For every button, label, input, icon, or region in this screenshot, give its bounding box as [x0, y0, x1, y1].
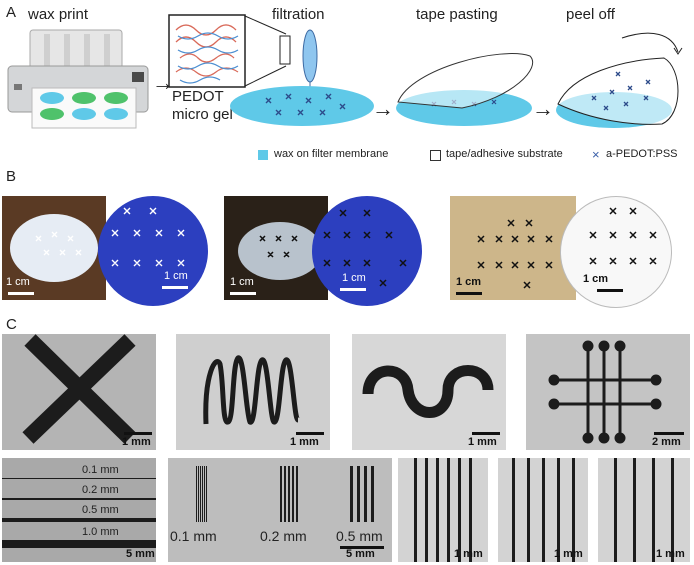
scale-bar	[124, 432, 152, 435]
scale-label: 5 mm	[126, 548, 155, 560]
pedot-micro-gel-label: PEDOT micro gel	[172, 88, 233, 124]
photo-lines-1: 1 mm	[398, 458, 488, 562]
photo-zigzag-pattern: 1 mm	[176, 334, 330, 450]
photo-b3-tan: 1 cm	[450, 196, 576, 300]
printer-illustration	[7, 29, 149, 129]
legend-wax: wax on filter membrane	[274, 148, 389, 160]
scale-label: 1 mm	[290, 436, 319, 448]
s-curve-shape	[362, 365, 494, 418]
panel-a-letter: A	[6, 4, 17, 21]
tape-legend-swatch	[430, 150, 441, 161]
scale-label: 1 cm	[456, 276, 482, 288]
micro-gel-inset	[168, 14, 291, 88]
label-1p0mm: 1.0 mm	[82, 526, 119, 538]
legend-tape: tape/adhesive substrate	[446, 148, 563, 160]
x-pattern-shape	[22, 334, 136, 444]
photo-gratings: 0.1 mm 0.2 mm 0.5 mm 5 mm	[168, 458, 392, 562]
scale-bar	[340, 288, 366, 291]
wax-disk	[10, 214, 98, 282]
line-0p2mm	[2, 498, 156, 500]
scale-label: 1 mm	[656, 548, 685, 560]
photo-line-widths: 0.1 mm 0.2 mm 0.5 mm 1.0 mm 5 mm	[2, 458, 156, 562]
scale-label: 1 cm	[583, 273, 609, 285]
scale-bar	[8, 292, 34, 295]
scale-bar	[162, 286, 188, 289]
blue-disk-b2: 1 cm	[312, 196, 422, 306]
scale-label: 1 cm	[230, 276, 254, 288]
peel-off-illustration	[556, 32, 683, 128]
gel-label-line1: PEDOT	[172, 88, 224, 105]
electrode-shape	[548, 340, 662, 444]
step-wax-print-title: wax print	[28, 6, 89, 23]
photo-x-pattern: 1 mm	[2, 334, 156, 450]
line-0p5mm	[2, 518, 156, 522]
tape-pasting-illustration	[396, 53, 534, 126]
cross-legend-icon: ×	[592, 147, 600, 162]
panel-a-legend: wax on filter membrane tape/adhesive sub…	[252, 147, 688, 163]
label-0p5mm: 0.5 mm	[82, 504, 119, 516]
label-0p2mm: 0.2 mm	[82, 484, 119, 496]
line-array	[512, 458, 578, 562]
scale-label: 1 mm	[554, 548, 583, 560]
scale-bar	[456, 292, 482, 295]
panel-c-letter: C	[6, 316, 17, 333]
step-filtration-title: filtration	[272, 6, 325, 23]
zigzag-shape	[203, 355, 301, 425]
scale-bar	[296, 432, 324, 435]
scale-label: 1 cm	[342, 272, 366, 284]
wax-disk	[238, 222, 322, 280]
scale-label: 1 mm	[454, 548, 483, 560]
photo-s-pattern: 1 mm	[352, 334, 506, 450]
white-disk-b3: 1 cm	[560, 196, 672, 308]
gel-label-line2: micro gel	[172, 106, 233, 123]
panel-b-letter: B	[6, 168, 17, 185]
scale-bar	[597, 289, 623, 292]
label-0p1mm: 0.1 mm	[82, 464, 119, 476]
line-0p1mm	[2, 478, 156, 479]
scale-bar	[472, 432, 500, 435]
photo-b1-brown: 1 cm	[2, 196, 106, 300]
line-array	[614, 458, 682, 562]
scale-label: 2 mm	[652, 436, 681, 448]
blue-disk-b1: 1 cm	[98, 196, 208, 306]
legend-apedot: a-PEDOT:PSS	[606, 148, 678, 160]
photo-lines-2: 1 mm	[498, 458, 588, 562]
step-tape-pasting-title: tape pasting	[416, 6, 498, 23]
scale-bar	[340, 546, 384, 549]
scale-bar	[230, 292, 256, 295]
panel-b-cross-marks	[35, 207, 657, 289]
photo-b2-dark: 1 cm	[224, 196, 328, 300]
grating-label-0p5: 0.5 mm	[336, 528, 383, 544]
line-array	[414, 458, 478, 562]
wax-legend-swatch	[258, 150, 268, 160]
scale-label: 1 cm	[6, 276, 30, 288]
photo-lines-3: 1 mm	[598, 458, 690, 562]
scale-label: 1 mm	[468, 436, 497, 448]
scale-bar	[654, 432, 684, 435]
line-1p0mm	[2, 540, 156, 548]
photo-electrode-pattern: 2 mm	[526, 334, 690, 450]
scale-label: 1 mm	[122, 436, 151, 448]
grating-label-0p1: 0.1 mm	[170, 528, 217, 544]
filtration-illustration	[230, 29, 374, 126]
grating-label-0p2: 0.2 mm	[260, 528, 307, 544]
scale-label: 5 mm	[346, 548, 375, 560]
arrow-icon: →	[372, 96, 394, 121]
scale-label: 1 cm	[164, 270, 188, 282]
arrow-icon: →	[532, 96, 554, 121]
step-peel-off-title: peel off	[566, 6, 615, 23]
